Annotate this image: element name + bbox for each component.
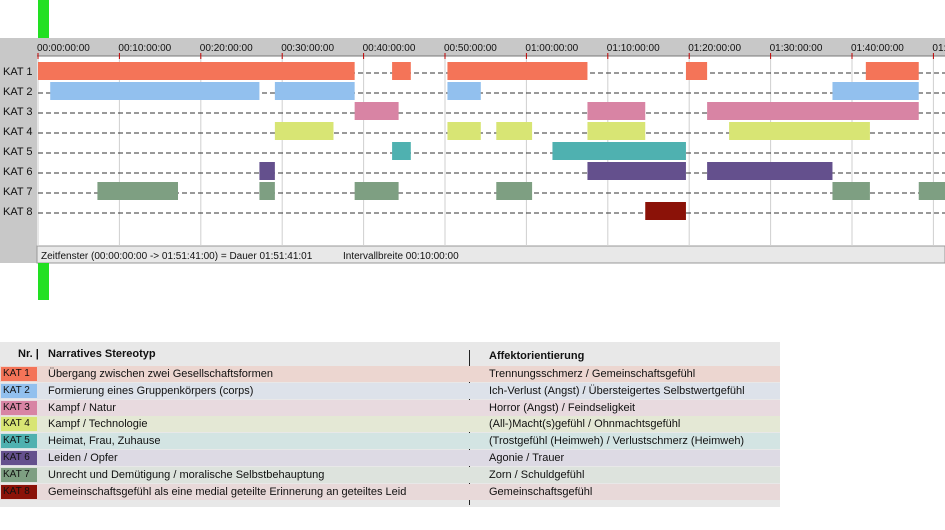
legend-stereotype: Kampf / Technologie <box>48 418 148 431</box>
legend-stereotype: Formierung eines Gruppenkörpers (corps) <box>48 384 254 397</box>
category-label: KAT 4 <box>3 126 33 138</box>
category-bar[interactable] <box>685 62 708 80</box>
category-bar[interactable] <box>259 182 275 200</box>
legend-category-badge: KAT 4 <box>1 417 37 432</box>
tick-label: 00:00:00:00 <box>37 43 90 54</box>
category-bar[interactable] <box>707 102 919 120</box>
category-bar[interactable] <box>447 122 481 140</box>
category-label: KAT 7 <box>3 186 33 198</box>
category-label: KAT 8 <box>3 206 33 218</box>
tick-label: 00:10:00:00 <box>118 43 171 54</box>
category-bar[interactable] <box>259 162 275 180</box>
tick-label: 01:30:00:00 <box>770 43 823 54</box>
category-rows: KAT 1 KAT 2 KAT 3 KAT 4 KAT 5 KAT 6 KAT 7 KAT 8 <box>3 62 945 220</box>
legend-row: KAT 7 Unrecht und Demütigung / moralische… <box>0 466 780 483</box>
category-bar[interactable] <box>587 122 646 140</box>
legend-row: KAT 2 Formierung eines Gruppenkörpers (co… <box>0 382 780 399</box>
legend-category-badge: KAT 3 <box>1 400 37 415</box>
legend-row: KAT 3 Kampf / Natur Horror (Angst) / Feind… <box>0 399 780 416</box>
legend-stereotype: Leiden / Opfer <box>48 452 118 464</box>
time-axis: 00:00:00:00 00:10:00:00 00:20:00:00 00:30:0… <box>37 43 945 59</box>
legend-affekt: (Trostgefühl (Heimweh) / Verlustschmerz … <box>489 435 745 448</box>
category-bar[interactable] <box>865 62 919 80</box>
legend-affekt: Horror (Angst) / Feindseligkeit <box>489 401 636 414</box>
category-bar[interactable] <box>707 162 833 180</box>
category-bar[interactable] <box>392 142 411 160</box>
timeline-chart: Zeitfenster (00:00:00:00 -> 01:51:41:00)… <box>0 0 945 300</box>
category-bar[interactable] <box>447 62 588 80</box>
legend-stereotype: Gemeinschaftsgefühl als eine medial gete… <box>48 485 407 498</box>
legend-affekt: (All-)Macht(s)gefühl / Ohnmachtsgefühl <box>489 418 681 431</box>
legend-header-stereotype: Narratives Stereotyp <box>48 348 156 360</box>
tick-label: 01:50:00:00 <box>932 43 945 54</box>
category-bar[interactable] <box>645 202 686 220</box>
legend-affekt: Agonie / Trauer <box>489 452 565 464</box>
category-bar[interactable] <box>552 142 686 160</box>
legend-affekt: Zorn / Schuldgefühl <box>489 468 585 481</box>
legend-stereotype: Übergang zwischen zwei Gesellschaftsform… <box>48 368 273 380</box>
category-bar[interactable] <box>38 62 355 80</box>
legend-header-affekt: Affektorientierung <box>489 350 585 362</box>
status-interval-text: Intervallbreite 00:10:00:00 <box>343 251 459 262</box>
legend-row: KAT 6 Leiden / Opfer Agonie / Trauer <box>0 450 780 466</box>
category-bar[interactable] <box>354 102 399 120</box>
legend-row: KAT 5 Heimat, Frau, Zuhause (Trostgefühl (… <box>0 433 780 450</box>
tick-label: 01:20:00:00 <box>688 43 741 54</box>
category-bar[interactable] <box>447 82 481 100</box>
legend-affekt: Ich-Verlust (Angst) / Übersteigertes Sel… <box>489 384 745 397</box>
category-label: KAT 1 <box>3 66 33 78</box>
legend-category-badge: KAT 7 <box>1 467 37 482</box>
tick-label: 00:30:00:00 <box>281 43 334 54</box>
category-bar[interactable] <box>918 182 945 200</box>
category-bar[interactable] <box>50 82 260 100</box>
legend-affekt: Gemeinschaftsgefühl <box>489 485 593 498</box>
category-label: KAT 5 <box>3 146 33 158</box>
tick-label: 01:00:00:00 <box>525 43 578 54</box>
category-label: KAT 6 <box>3 166 33 178</box>
legend-stereotype: Heimat, Frau, Zuhause <box>48 435 161 448</box>
category-bar[interactable] <box>97 182 179 200</box>
category-bar[interactable] <box>496 182 533 200</box>
status-bar <box>36 245 945 264</box>
legend-row: KAT 4 Kampf / Technologie (All-)Macht(s)ge… <box>0 416 780 433</box>
category-label: KAT 2 <box>3 86 33 98</box>
category-bar[interactable] <box>832 82 919 100</box>
legend-category-badge: KAT 8 <box>1 484 37 499</box>
tick-label: 01:40:00:00 <box>851 43 904 54</box>
category-bar[interactable] <box>496 122 533 140</box>
category-bar[interactable] <box>274 122 334 140</box>
legend-header-nr: Nr. | <box>18 348 39 360</box>
legend-category-badge: KAT 1 <box>1 367 37 381</box>
category-bar[interactable] <box>832 182 870 200</box>
tick-label: 00:40:00:00 <box>363 43 416 54</box>
legend-stereotype: Kampf / Natur <box>48 401 116 414</box>
cursor-marker-top[interactable] <box>38 0 49 38</box>
legend-category-badge: KAT 5 <box>1 434 37 449</box>
category-label: KAT 3 <box>3 106 33 118</box>
category-bar[interactable] <box>392 62 411 80</box>
legend-stereotype: Unrecht und Demütigung / moralische Selb… <box>48 468 325 481</box>
legend-row: KAT 8 Gemeinschaftsgefühl als eine medial… <box>0 483 780 500</box>
category-legend: Nr. | Narratives Stereotyp Affektorienti… <box>0 342 780 507</box>
category-bar[interactable] <box>354 182 399 200</box>
category-bar[interactable] <box>587 162 686 180</box>
legend-row: KAT 1 Übergang zwischen zwei Gesellschaft… <box>0 366 780 382</box>
status-window-text: Zeitfenster (00:00:00:00 -> 01:51:41:00)… <box>41 251 313 262</box>
legend-affekt: Trennungsschmerz / Gemeinschaftsgefühl <box>489 368 696 380</box>
tick-label: 00:50:00:00 <box>444 43 497 54</box>
category-bar[interactable] <box>729 122 870 140</box>
tick-label: 01:10:00:00 <box>607 43 660 54</box>
legend-category-badge: KAT 6 <box>1 451 37 465</box>
cursor-marker-bottom[interactable] <box>38 263 49 300</box>
category-bar[interactable] <box>587 102 646 120</box>
tick-label: 00:20:00:00 <box>200 43 253 54</box>
legend-category-badge: KAT 2 <box>1 383 37 398</box>
category-bar[interactable] <box>274 82 355 100</box>
